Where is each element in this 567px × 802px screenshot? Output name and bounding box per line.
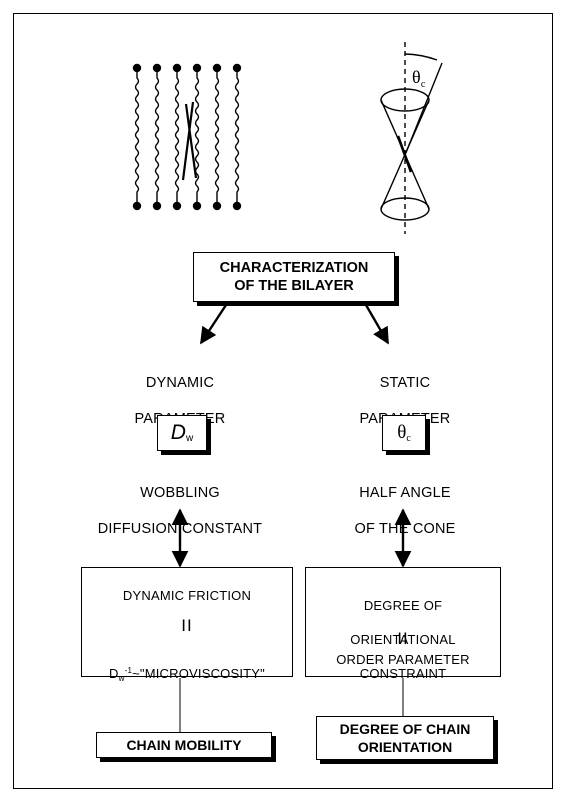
- wobbling-cone-illustration: [380, 42, 443, 234]
- lipid-head-group: [172, 201, 182, 211]
- equals-sign-right: II: [397, 629, 409, 648]
- characterization-line2: OF THE BILAYER: [234, 278, 354, 294]
- characterization-line1: CHARACTERIZATION: [219, 260, 369, 276]
- lipid-chain: [214, 68, 220, 206]
- lipid-chain: [194, 68, 200, 206]
- lipid-head-group: [232, 201, 242, 211]
- lipid-bilayer-illustration: [132, 63, 242, 211]
- lipid-head-group: [232, 63, 242, 73]
- chain-mobility-box: CHAIN MOBILITY: [96, 732, 272, 758]
- characterization-box: CHARACTERIZATION OF THE BILAYER: [193, 252, 395, 302]
- lipid-head-group: [132, 63, 142, 73]
- microviscosity-text: Dw-1~"MICROVISCOSITY": [109, 666, 265, 683]
- lipid-chain: [154, 68, 160, 206]
- wobbling-diffusion-label: WOBBLING DIFFUSION CONSTANT: [97, 485, 263, 537]
- arrow-to-static: [364, 304, 390, 345]
- cone-angle-label: θc: [412, 67, 426, 90]
- lipid-head-group: [192, 63, 202, 73]
- constraint-text: DEGREE OF ORIENTATIONAL CONSTRAINT: [350, 598, 456, 681]
- lipid-head-group: [212, 201, 222, 211]
- arrow-to-dynamic: [199, 304, 228, 345]
- half-angle-label: HALF ANGLE OF THE CONE: [354, 485, 456, 537]
- tilted-chain-line: [181, 101, 195, 181]
- chain-orientation-box: DEGREE OF CHAIN ORIENTATION: [316, 716, 494, 760]
- dynamic-friction-box: DYNAMIC FRICTION II Dw-1~"MICROVISCOSITY…: [81, 567, 293, 683]
- cone-angle-arc: [404, 53, 438, 61]
- lipid-chain: [234, 68, 240, 206]
- lipid-head-group: [172, 63, 182, 73]
- lipid-head-group: [152, 63, 162, 73]
- molecule-rod: [396, 135, 413, 173]
- lipid-head-group: [192, 201, 202, 211]
- figure-frame: [13, 13, 553, 789]
- dynamic-friction-text: DYNAMIC FRICTION: [122, 588, 252, 603]
- lipid-head-group: [132, 201, 142, 211]
- lipid-chain: [134, 68, 140, 206]
- tilted-chain-line: [184, 103, 198, 179]
- orientational-constraint-box: DEGREE OF ORIENTATIONAL CONSTRAINT II OR…: [305, 567, 501, 681]
- order-parameter-text: ORDER PARAMETER: [336, 652, 470, 667]
- equals-sign-left: II: [181, 616, 193, 635]
- lipid-head-group: [152, 201, 162, 211]
- lipid-head-group: [212, 63, 222, 73]
- cone-generator-line: [404, 62, 443, 156]
- lipid-chain: [174, 68, 180, 206]
